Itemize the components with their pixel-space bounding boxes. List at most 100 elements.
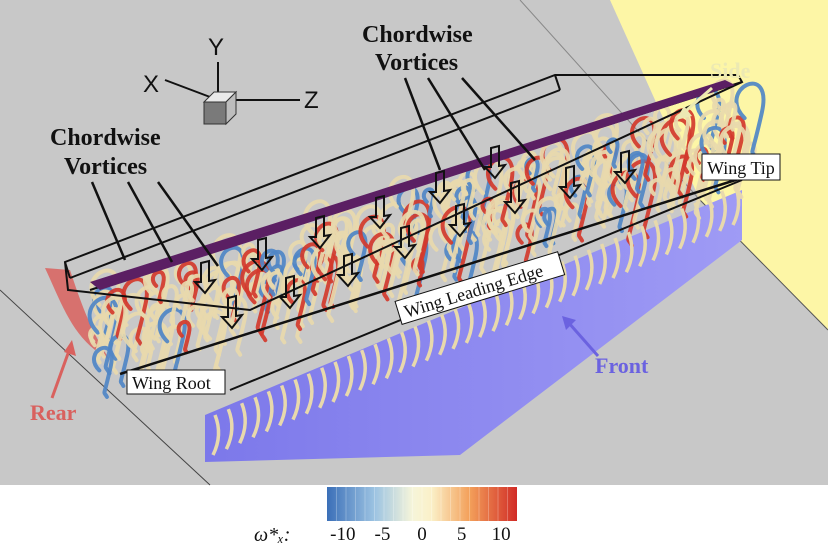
chordwise-arrow — [557, 164, 583, 200]
axis-cube-icon — [202, 90, 238, 126]
vortex-tube — [437, 214, 462, 274]
chordwise-label-left-line2: Vortices — [64, 154, 147, 180]
vortex-tube — [304, 373, 314, 415]
vortex-tube — [654, 127, 682, 198]
vortex-tube — [464, 302, 474, 344]
vortex-tube — [478, 296, 487, 338]
vortex-tube — [238, 402, 247, 444]
vortex-tube — [424, 319, 434, 362]
chordwise-arrow — [277, 274, 303, 310]
vortex-tube — [438, 314, 447, 356]
vortex-tube — [598, 243, 607, 285]
vortex-tube — [368, 231, 396, 302]
vortex-tube — [398, 331, 407, 374]
axis-triad: Y X Z — [143, 34, 319, 126]
vortex-tube — [251, 396, 261, 439]
vortex-tube — [678, 207, 687, 250]
wing-leading-edge-line — [119, 176, 743, 376]
vortex-tube — [180, 280, 195, 313]
vortex-tube — [108, 333, 131, 388]
vortex-tube — [92, 345, 114, 399]
chordwise-arrow — [249, 236, 275, 272]
vortex-tube — [468, 202, 484, 237]
chordwise-arrow — [192, 259, 218, 295]
rear-arrow — [50, 340, 76, 399]
vortex-tube — [590, 149, 617, 215]
vortex-tube — [399, 209, 426, 277]
vortex-tube — [411, 325, 421, 368]
vortex-tube — [520, 208, 541, 257]
colorbar-tick-label: 5 — [456, 524, 467, 545]
vortex-tube — [202, 265, 225, 320]
vortex-tube — [383, 238, 399, 274]
vortex-tube — [648, 178, 664, 213]
vortex-tube — [486, 199, 516, 272]
chordwise-label-right-line1: Chordwise — [362, 22, 473, 48]
vortex-tube — [224, 408, 234, 450]
vortex-tube — [542, 152, 567, 212]
wing-tip-label: Wing Tip — [707, 158, 775, 178]
vortex-tube — [731, 184, 741, 226]
vortex-tube — [651, 219, 661, 262]
callout-lines — [90, 77, 536, 267]
vortex-tube — [393, 252, 412, 295]
vortex-tube — [592, 136, 613, 186]
vortex-tube — [451, 308, 461, 350]
axis-x-label: X — [143, 71, 159, 98]
vortex-tube — [332, 216, 349, 255]
vortex-tube — [638, 225, 647, 268]
vortex-tube — [447, 178, 467, 223]
side-label: Side — [710, 58, 751, 83]
vortex-tube — [673, 112, 690, 151]
vortex-tube — [316, 228, 333, 266]
chordwise-arrow — [447, 202, 473, 238]
wing-tip-callout: Wing Tip — [701, 153, 781, 181]
vortex-tube — [384, 337, 394, 380]
side-arrow — [676, 86, 713, 120]
vortex-tube — [176, 319, 192, 355]
vortex-tube — [734, 81, 766, 161]
vortex-tube — [558, 261, 567, 303]
chordwise-arrow — [219, 294, 245, 330]
colorbar-tick-label: 10 — [491, 524, 511, 545]
vortex-tube — [288, 240, 308, 289]
vortex-tube — [704, 196, 714, 238]
vortex-tube — [584, 249, 594, 291]
vortex-tube — [331, 361, 341, 403]
vortex-tube — [571, 255, 581, 297]
vortex-tube — [211, 414, 221, 456]
vortex-tube — [358, 349, 367, 391]
vortex-tube — [718, 190, 727, 232]
vortex-tube — [563, 202, 581, 242]
vortex-tube — [346, 274, 362, 309]
axis-z-label: Z — [304, 87, 319, 114]
chordwise-label-left-line1: Chordwise — [50, 125, 161, 151]
vortex-tube — [481, 208, 509, 276]
vortex-tube — [642, 116, 658, 152]
colorbar-label: ω*ₓ: — [254, 524, 291, 546]
chordwise-label-right-line2: Vortices — [375, 50, 458, 76]
front-label: Front — [595, 353, 649, 378]
chordwise-arrow — [482, 144, 508, 180]
colorbar — [327, 487, 517, 521]
vortex-tube — [267, 270, 284, 308]
vortex-tube — [264, 390, 274, 433]
vortex-tube — [611, 237, 621, 279]
vortex-tube — [318, 367, 327, 409]
vortex-tube — [691, 202, 701, 244]
vortex-tube — [285, 278, 307, 332]
vortex-tube — [624, 231, 634, 273]
vortex-tube — [344, 355, 354, 397]
vortex-tube — [669, 107, 696, 174]
front-plane — [205, 190, 742, 462]
front-arrow — [562, 316, 600, 357]
chordwise-arrow — [367, 194, 393, 230]
chordwise-arrow — [392, 224, 418, 260]
vortex-tube — [278, 384, 287, 427]
chordwise-arrow — [335, 252, 361, 288]
vortex-tube — [585, 150, 608, 205]
wing-root-callout: Wing Root — [126, 369, 226, 395]
vortex-tube — [610, 170, 642, 248]
